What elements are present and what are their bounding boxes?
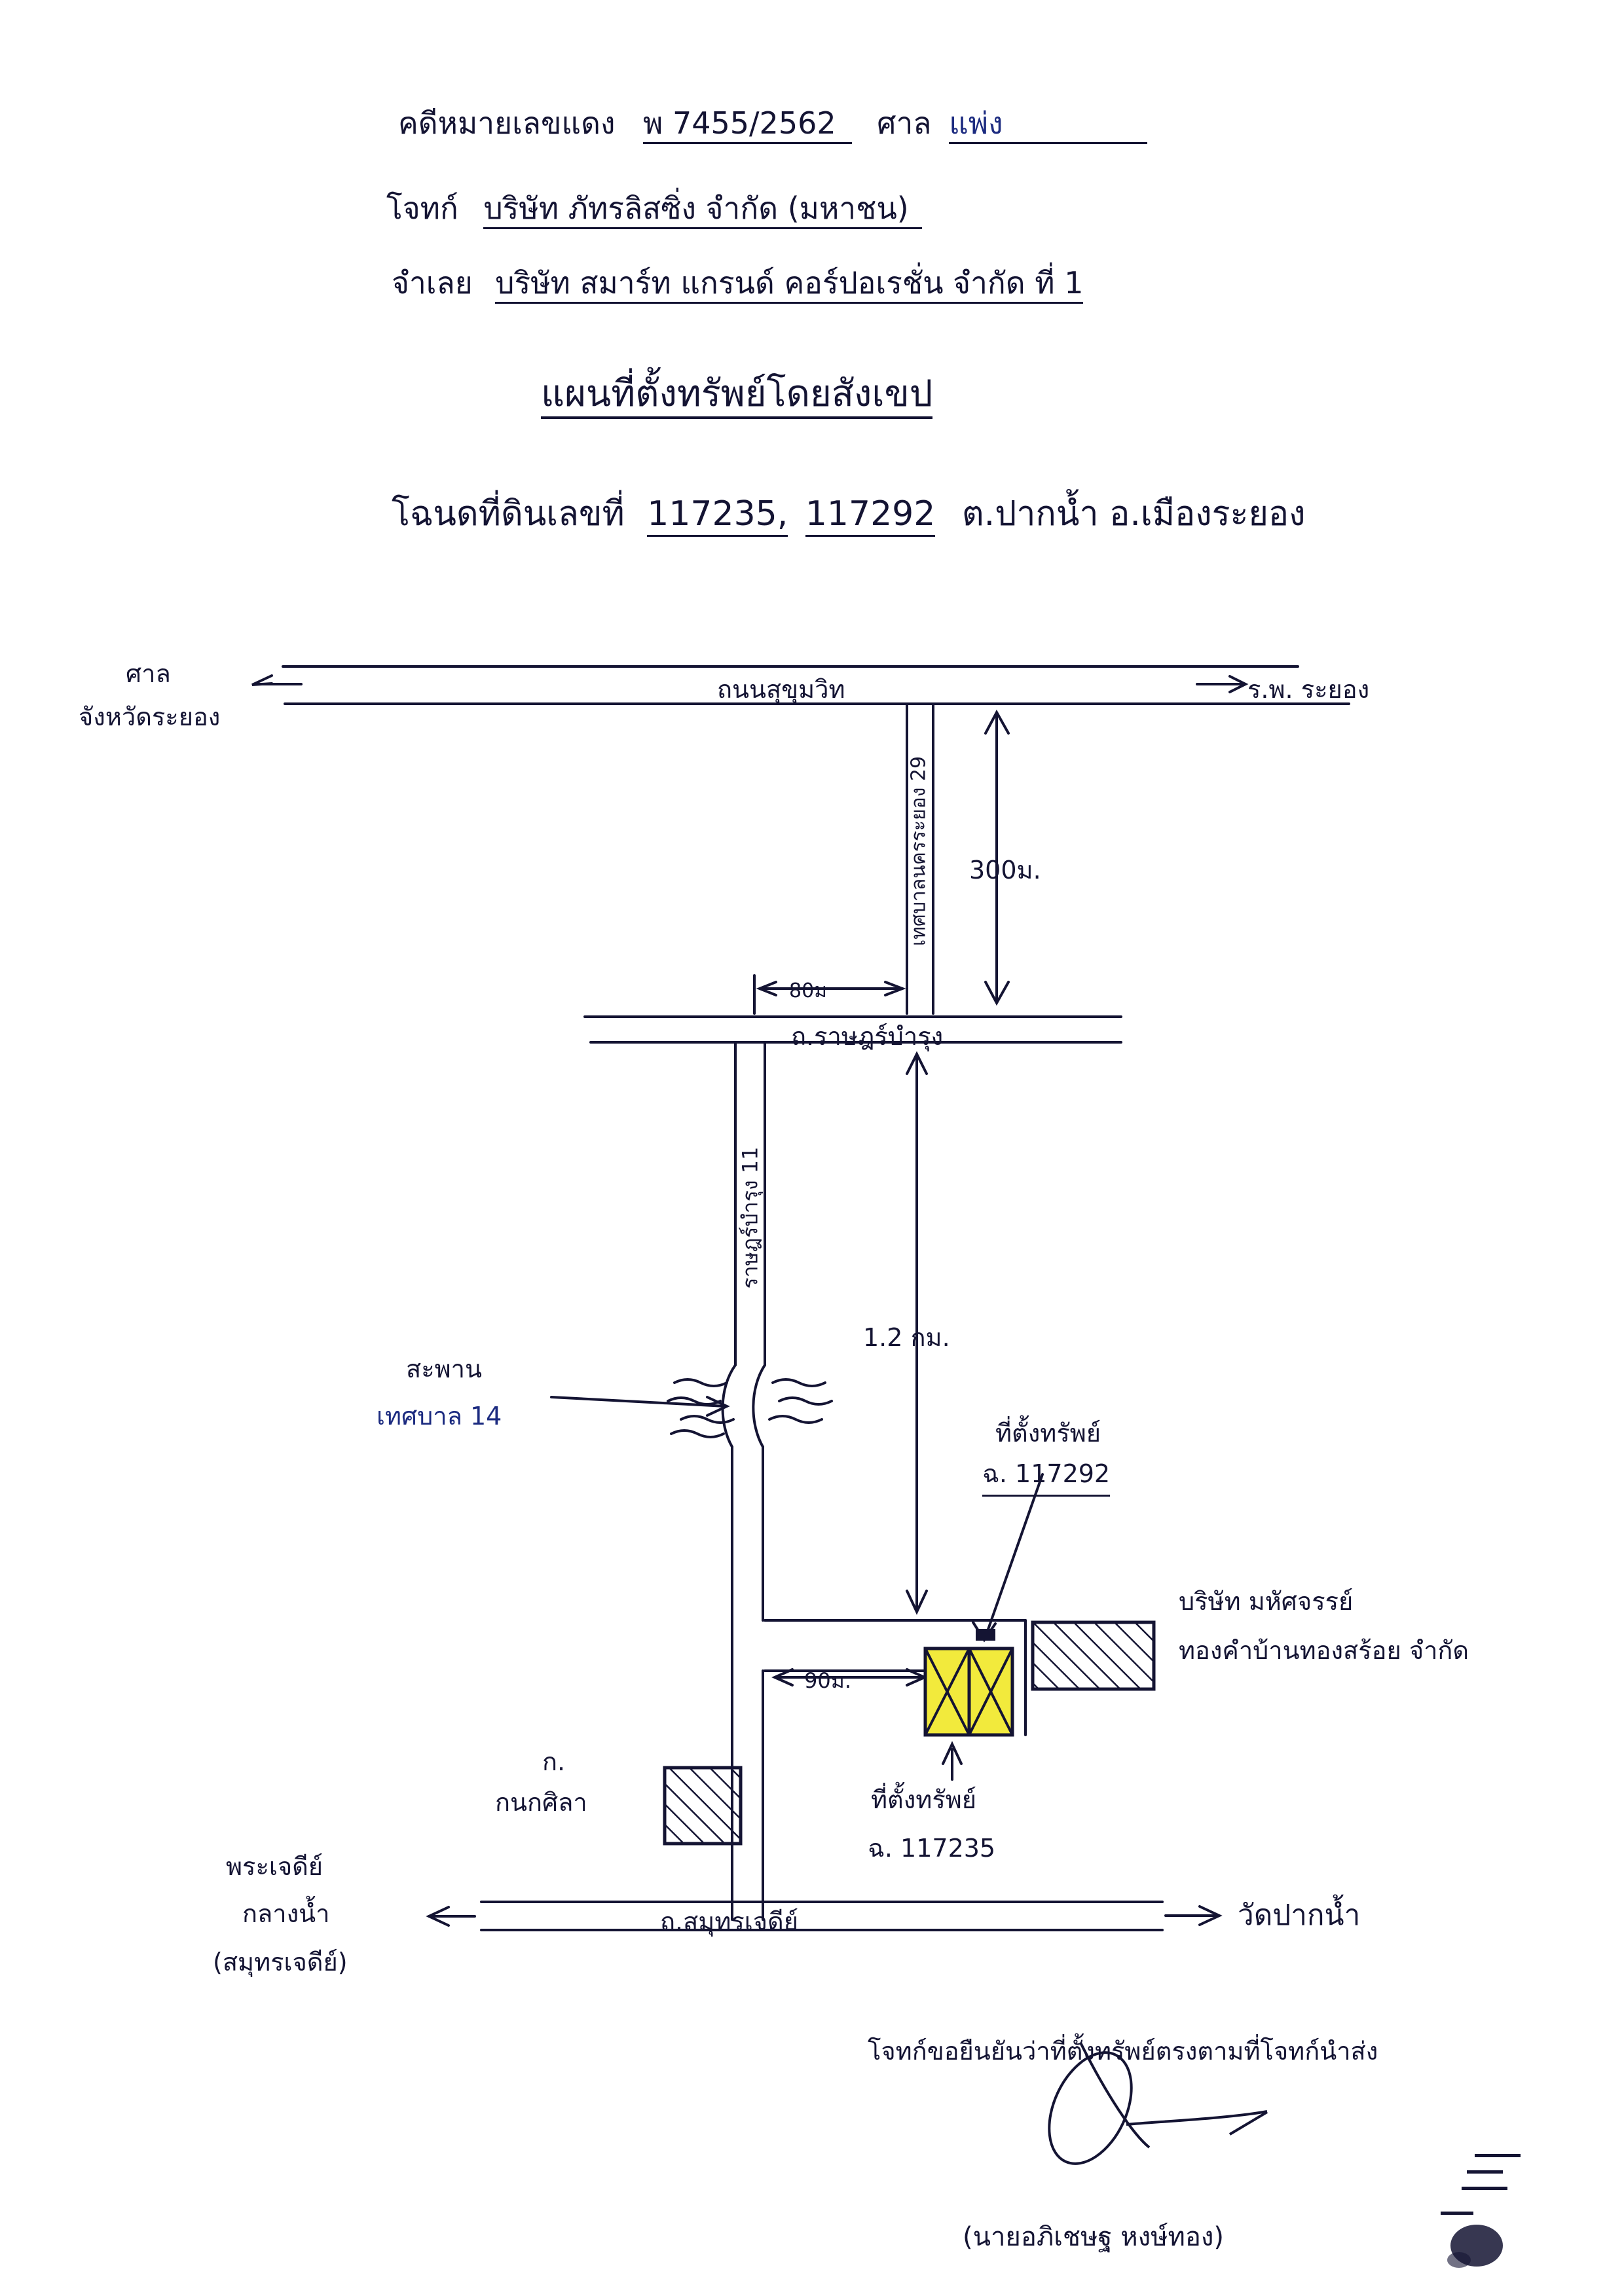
temple-label: วัดปากน้ำ — [1238, 1899, 1361, 1932]
signer-name: (นายอภิเชษฐ หงษ์ทอง) — [963, 2222, 1225, 2252]
signature — [1048, 2042, 1268, 2165]
pagoda-label-line1: พระเจดีย์ — [226, 1852, 323, 1881]
samut-chedi-road-label: ถ.สมุทรเจดีย์ — [660, 1907, 798, 1936]
plaintiff-label: โจทก์ — [386, 191, 458, 226]
deed-label: โฉนดที่ดินเลขที่ — [392, 494, 625, 534]
defendant-name: บริษัท สมาร์ท แกรนด์ คอร์ปอเรชั่น จำกัด … — [495, 265, 1084, 304]
court-label-line2: จังหวัดระยอง — [79, 702, 221, 731]
bridge-label-line2: เทศบาล 14 — [377, 1402, 502, 1430]
pagoda-label-line2: กลางน้ำ — [242, 1899, 330, 1928]
distance-1-2km: 1.2 กม. — [863, 1323, 950, 1352]
bridge-label-line1: สะพาน — [406, 1355, 482, 1383]
stamp-smudge — [1441, 2154, 1521, 2268]
stone-shop-label-line1: ก. — [542, 1747, 566, 1776]
property-117292-plot — [923, 1629, 1014, 1737]
case-number: พ 7455/2562 — [643, 105, 852, 144]
pagoda-label-line3: (สมุทรเจดีย์) — [213, 1948, 348, 1977]
case-label: คดีหมายเลขแดง — [398, 105, 616, 141]
company-label-line2: ทองคำบ้านทองสร้อย จำกัด — [1179, 1636, 1469, 1665]
hospital-label: ร.พ. ระยอง — [1247, 675, 1370, 704]
stone-shop-label-line2: กนกศิลา — [495, 1788, 587, 1817]
property-2-label-line2: ฉ. 117235 — [868, 1834, 996, 1863]
property-1-label-line2: ฉ. 117292 — [982, 1453, 1111, 1497]
company-building — [1031, 1620, 1156, 1691]
company-label-line1: บริษัท มหัศจรรย์ — [1179, 1587, 1354, 1616]
plaintiff-name: บริษัท ภัทรลิสซิ่ง จำกัด (มหาชน) — [483, 191, 922, 229]
sukhumvit-road-label: ถนนสุขุมวิท — [717, 675, 845, 704]
map-title: แผนที่ตั้งทรัพย์โดยสังเขป — [541, 364, 933, 422]
deed-number-2: 117292 — [805, 494, 936, 537]
ratchabamrung-road-label: ถ.ราษฎร์บำรุง — [791, 1022, 944, 1051]
plaintiff-line: โจทก์ บริษัท ภัทรลิสซิ่ง จำกัด (มหาชน) — [386, 185, 922, 232]
deed-location: ต.ปากน้ำ อ.เมืองระยอง — [961, 494, 1306, 534]
property-2-label-line1: ที่ตั้งทรัพย์ — [871, 1785, 977, 1814]
stone-shop-building — [663, 1766, 743, 1846]
court-name: แพ่ง — [949, 105, 1147, 144]
certify-text: โจทก์ขอยืนยันว่าที่ตั้งทรัพย์ตรงตามที่โจ… — [868, 2037, 1378, 2066]
vertical-road-label: ราษฎร์บำรุง 11 — [737, 1146, 763, 1289]
court-label-line1: ศาล — [126, 659, 171, 688]
court-label: ศาล — [877, 105, 932, 141]
defendant-label: จำเลย — [392, 265, 473, 301]
distance-90m: 90ม. — [804, 1668, 851, 1693]
distance-80m: 80ม — [789, 979, 827, 1002]
soi-label: เทศบาลนครระยอง 29 — [907, 756, 931, 947]
bridge-right-curve — [752, 1364, 766, 1448]
property-1-label-line1: ที่ตั้งทรัพย์ — [995, 1419, 1101, 1448]
distance-300m: 300ม. — [969, 856, 1041, 884]
case-number-line: คดีหมายเลขแดง พ 7455/2562 ศาล แพ่ง — [398, 100, 1147, 147]
defendant-line: จำเลย บริษัท สมาร์ท แกรนด์ คอร์ปอเรชั่น … — [392, 259, 1084, 307]
deed-number-1: 117235, — [647, 494, 788, 537]
deed-line: โฉนดที่ดินเลขที่ 117235, 117292 ต.ปากน้ำ… — [392, 486, 1306, 540]
